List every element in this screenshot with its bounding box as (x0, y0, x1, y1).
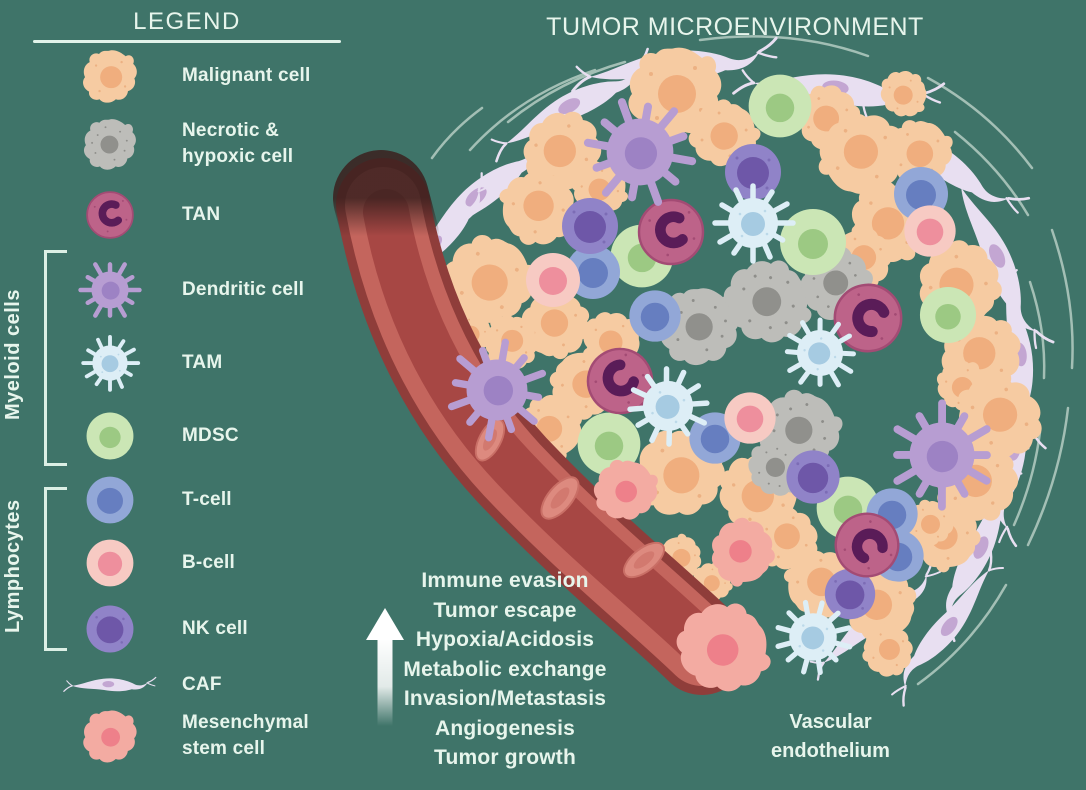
legend-title: LEGEND (133, 8, 241, 35)
vascular-endothelium-label: Vascular endothelium (771, 711, 890, 762)
lymphocytes-bracket (44, 487, 67, 651)
process-item: Tumor escape (433, 598, 577, 622)
legend-item-label: Malignant cell (182, 65, 311, 86)
blood-vessel (333, 150, 749, 695)
caf-cell-icon (62, 670, 158, 700)
legend-item-label: Necrotic & hypoxic cell (182, 120, 294, 167)
process-list: Immune evasion Tumor escape Hypoxia/Acid… (320, 566, 690, 773)
necrotic-cell-icon (62, 116, 158, 172)
legend-item-label: CAF (182, 674, 222, 695)
legend-item-tam: TAM (62, 328, 222, 398)
legend-item-mesenchymal-stem-cell: Mesenchymal stem cell (62, 701, 309, 771)
page-title: TUMOR MICROENVIRONMENT (546, 13, 924, 41)
legend-item-label: TAN (182, 204, 221, 225)
myeloid-cells-group-label: Myeloid cells (2, 289, 24, 421)
process-item: Metabolic exchange (403, 657, 607, 681)
tan-cell-icon (62, 188, 158, 242)
process-item: Invasion/Metastasis (403, 687, 607, 710)
tam-cell-icon (62, 332, 158, 394)
legend-item-label: Dendritic cell (182, 279, 305, 300)
malignant-cell-icon (62, 47, 158, 105)
b-cell-icon (62, 537, 158, 589)
msc-cell-icon (62, 706, 158, 766)
legend-item-label: B-cell (182, 552, 235, 573)
legend-item-label: TAM (182, 352, 223, 373)
legend-item-necrotic-cell: Necrotic & hypoxic cell (62, 109, 293, 179)
legend-item-caf: CAF (62, 650, 222, 720)
t-cell-icon (62, 474, 158, 526)
legend-item-mdsc: MDSC (62, 401, 239, 471)
lymphocytes-group-label: Lymphocytes (2, 499, 24, 633)
myeloid-cells-bracket (44, 250, 67, 466)
legend-item-b-cell: B-cell (62, 528, 235, 598)
process-item: Tumor growth (434, 746, 576, 769)
legend-item-label: MDSC (182, 425, 239, 446)
legend-underline (33, 40, 341, 43)
up-arrow-icon (366, 608, 404, 726)
legend-item-label: T-cell (182, 489, 232, 510)
dendritic-cell-icon (62, 258, 158, 322)
legend-item-nk-cell: NK cell (62, 594, 248, 664)
mdsc-cell-icon (62, 409, 158, 463)
legend-item-label: NK cell (182, 618, 248, 639)
process-item: Hypoxia/Acidosis (415, 628, 595, 651)
nk-cell-icon (62, 603, 158, 655)
legend-item-t-cell: T-cell (62, 465, 232, 535)
process-item: Immune evasion (421, 569, 589, 592)
legend-item-tan: TAN (62, 180, 220, 250)
legend-item-malignant-cell: Malignant cell (62, 41, 310, 111)
legend-item-label: Mesenchymal stem cell (182, 712, 309, 759)
legend-item-dendritic-cell: Dendritic cell (62, 255, 304, 325)
process-item: Angiogenesis (434, 716, 576, 740)
